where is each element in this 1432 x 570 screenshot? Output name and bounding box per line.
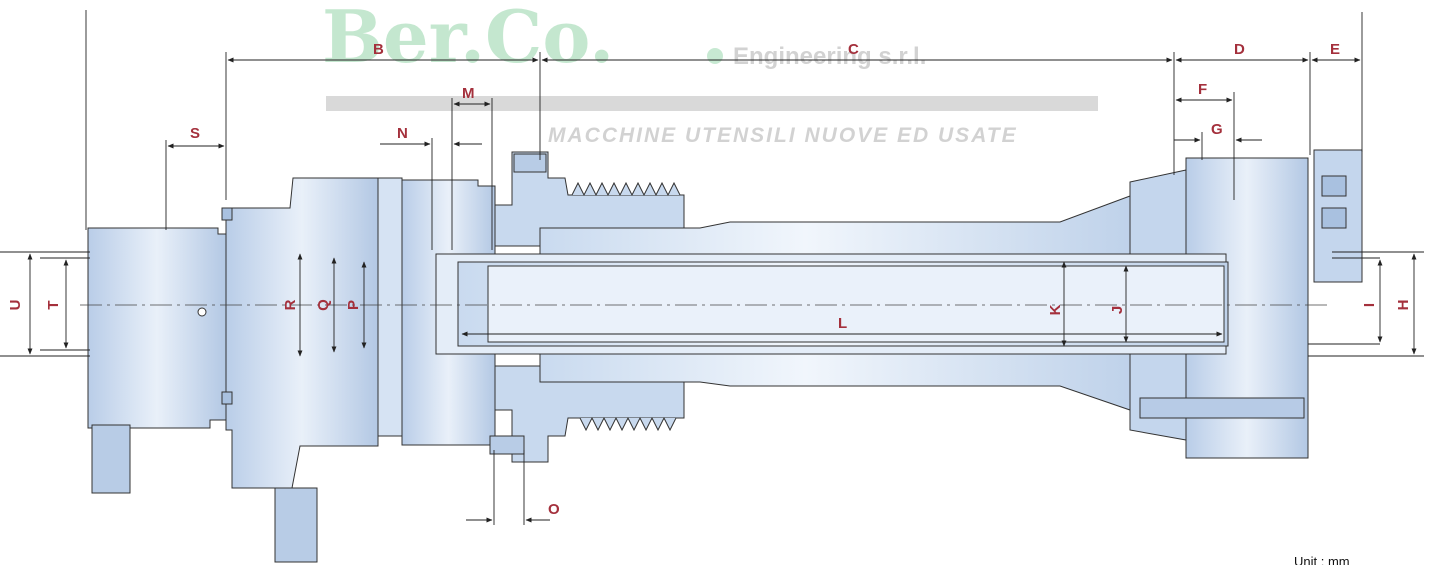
- label-J: J: [1109, 306, 1126, 314]
- jaw-bolt-upper: [1321, 175, 1347, 197]
- label-M: M: [462, 85, 475, 102]
- label-T: T: [45, 300, 62, 309]
- label-N: N: [397, 125, 408, 142]
- upper-thread-teeth: [571, 181, 681, 197]
- label-F: F: [1198, 81, 1207, 98]
- cylinder-flange: [377, 177, 403, 437]
- lower-port-stub: [274, 487, 318, 563]
- label-I: I: [1361, 303, 1378, 307]
- label-R: R: [282, 299, 299, 310]
- machine-assembly: [87, 149, 1363, 563]
- label-S: S: [190, 125, 200, 142]
- label-D: D: [1234, 41, 1245, 58]
- pivot-marker: [197, 307, 207, 317]
- dimension-lines: [0, 10, 1424, 525]
- watermark-company: Engineering s.r.l.: [733, 43, 926, 70]
- label-L: L: [838, 315, 847, 332]
- label-H: H: [1395, 300, 1412, 311]
- label-K: K: [1047, 304, 1064, 315]
- label-Q: Q: [315, 299, 332, 311]
- chuck-long-bolt: [1139, 397, 1305, 419]
- dimension-labels: B C D E F G M N S O L K J R Q P U T I H: [7, 41, 1412, 518]
- draw-tube-inner: [487, 265, 1225, 343]
- rear-cylinder-housing: [87, 227, 227, 429]
- rear-screw-2: [221, 391, 233, 405]
- label-G: G: [1211, 121, 1223, 138]
- watermark-logo: Ber.Co.: [322, 0, 614, 79]
- chuck-body: [1185, 157, 1309, 459]
- rear-mount-stub: [91, 424, 131, 494]
- unit-label: Unit : mm: [1294, 554, 1350, 565]
- watermark-tagline: MACCHINE UTENSILI NUOVE ED USATE: [548, 124, 1018, 147]
- watermark-dot-icon: [707, 48, 723, 64]
- rear-screw-1: [221, 207, 233, 221]
- label-C: C: [848, 41, 859, 58]
- label-B: B: [373, 41, 384, 58]
- jaw-bolt-lower: [1321, 207, 1347, 229]
- watermark: Ber.Co. Engineering s.r.l. MACCHINE UTEN…: [322, 0, 1098, 147]
- lower-thread-teeth: [579, 416, 677, 432]
- socket-screw-top: [513, 153, 547, 173]
- watermark-bar: [326, 96, 1098, 111]
- label-E: E: [1330, 41, 1340, 58]
- label-P: P: [345, 300, 362, 310]
- label-U: U: [7, 300, 24, 311]
- cylinder-body: [225, 177, 379, 489]
- socket-screw-bottom: [489, 435, 525, 455]
- label-O: O: [548, 501, 560, 518]
